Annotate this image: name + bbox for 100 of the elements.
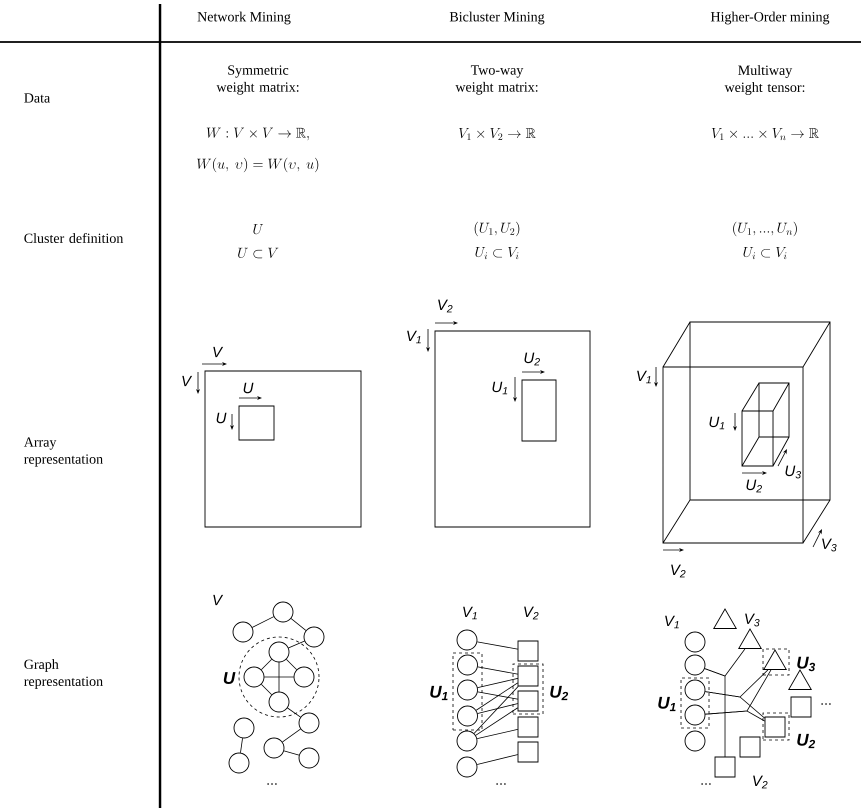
ellipsis: ... — [267, 783, 277, 785]
formula: $(U_1, ..., U_n)$ — [733, 222, 797, 236]
ellipsis: ... — [821, 703, 831, 705]
vertex-circle — [234, 718, 254, 738]
set-label: U — [216, 412, 226, 424]
graph-edge — [252, 616, 274, 628]
graph-edge — [264, 676, 294, 678]
set-label: V$_{1}$ — [637, 370, 651, 384]
graph-edge — [261, 659, 272, 670]
vertex-square — [764, 716, 786, 738]
set-label: V$_{3}$ — [822, 538, 837, 552]
vertex-circle — [457, 654, 478, 676]
vertex-square — [740, 736, 760, 758]
vertex-circle — [457, 680, 478, 700]
column-header: Higher-Order mining — [710, 12, 830, 24]
graph-edge — [278, 662, 280, 692]
formula: ${U}$ — [253, 224, 264, 234]
vertex-circle — [232, 622, 254, 642]
node-label: U$_{2}$ — [797, 734, 816, 748]
node-label: U$_{2}$ — [550, 686, 568, 700]
vertex-circle — [456, 730, 478, 752]
graph-edge — [704, 691, 765, 718]
vertex-circle — [684, 704, 706, 726]
formula: $U_i \subset V_i$ — [744, 247, 786, 260]
set-label: U$_{1}$ — [710, 416, 724, 430]
set-label: U — [244, 382, 254, 394]
row-header: Cluster definition — [24, 233, 124, 243]
vertex-circle — [684, 632, 706, 652]
set-label: U$_{2}$ — [746, 480, 762, 492]
set-label: V$_{2}$ — [438, 300, 453, 312]
vertex-circle — [457, 706, 478, 726]
graph-edge — [286, 659, 298, 670]
set-label: V — [213, 594, 224, 606]
set-label: V$_{1}$ — [463, 606, 477, 620]
vertex-square — [518, 666, 538, 686]
formula: $(U_1, U_2)$ — [474, 222, 520, 236]
row-header: Graph representation — [24, 659, 103, 689]
cluster-box: U$_{2}$ — [762, 712, 816, 748]
vertex-square — [714, 756, 736, 778]
vertex-square — [790, 696, 812, 718]
graph-edge — [704, 668, 726, 757]
graph-edge — [477, 666, 518, 674]
vertex-circle — [264, 738, 284, 758]
vertex-circle — [272, 602, 294, 622]
set-label: U$_{2}$ — [524, 352, 540, 366]
set-label: V$_{2}$ — [753, 776, 768, 788]
graph-edge — [290, 618, 306, 631]
vertex-circle — [268, 642, 290, 662]
formula: $W(u,\ \upsilon) = W(\upsilon,\ u)$ — [197, 158, 318, 172]
vertex-square — [518, 690, 538, 712]
formula: $V_1 \times ... \times V_n \rightarrow \mathbb{R}$ — [712, 128, 819, 140]
formula: $U_i \subset V_i$ — [476, 247, 518, 260]
vertex-circle — [684, 680, 706, 700]
vertex-circle — [456, 630, 478, 650]
graph-edge — [476, 641, 518, 650]
vertex-circle — [304, 626, 324, 648]
graph-edge — [287, 708, 301, 718]
graph-edge — [282, 728, 301, 742]
cluster-box: U$_{1}$ — [658, 678, 710, 728]
graph-edge — [476, 754, 518, 765]
column-header: Network Mining — [198, 12, 291, 24]
set-label: V$_{2}$ — [524, 606, 539, 620]
node-label: U$_{3}$ — [797, 656, 816, 672]
column-header: Bicluster Mining — [450, 12, 544, 24]
set-label: U$_{3}$ — [786, 466, 801, 478]
vertex-circle — [228, 752, 250, 774]
cell-text: Multiway weight tensor: — [724, 65, 804, 95]
cell-text: Two-way weight matrix: — [455, 65, 538, 95]
row-header: Data — [24, 93, 50, 103]
cell-text: Symmetric weight matrix: — [216, 65, 298, 95]
cluster-box: U$_{1}$ — [430, 652, 482, 730]
graph-edge — [476, 682, 518, 711]
graph-edge — [284, 750, 300, 756]
cluster-box: U$_{3}$ — [762, 648, 816, 676]
vertex-circle — [684, 654, 706, 676]
cluster-box: U$_{2}$ — [512, 664, 568, 714]
graph-edge — [474, 686, 519, 734]
vertex-circle — [684, 730, 706, 752]
formula: $U \subset V$ — [238, 248, 278, 258]
node-label: U$_{1}$ — [430, 686, 448, 700]
set-label: V$_{1}$ — [665, 616, 679, 628]
graph-edge — [477, 703, 518, 714]
vertex-circle — [244, 666, 264, 688]
vertex-circle — [298, 712, 320, 734]
graph-edge — [477, 691, 518, 700]
set-label: V — [182, 376, 192, 386]
graph-edge — [475, 707, 518, 736]
ellipsis: ... — [701, 783, 711, 785]
vertex-square — [518, 742, 538, 762]
vertex-circle — [268, 692, 290, 712]
set-label: V — [213, 346, 224, 358]
formula: $V_1 \times V_2 \rightarrow \mathbb{R}$ — [459, 128, 536, 140]
node-label: U$_{1}$ — [658, 696, 676, 712]
graph-edge — [261, 684, 272, 696]
set-label: V$_{1}$ — [407, 330, 421, 344]
vertex-square — [518, 716, 538, 738]
graph-edge — [477, 678, 518, 688]
vertex-square — [518, 640, 538, 662]
formula: $W : V \times V \rightarrow \mathbb{R},$ — [206, 128, 309, 140]
node-label: U — [224, 672, 236, 684]
